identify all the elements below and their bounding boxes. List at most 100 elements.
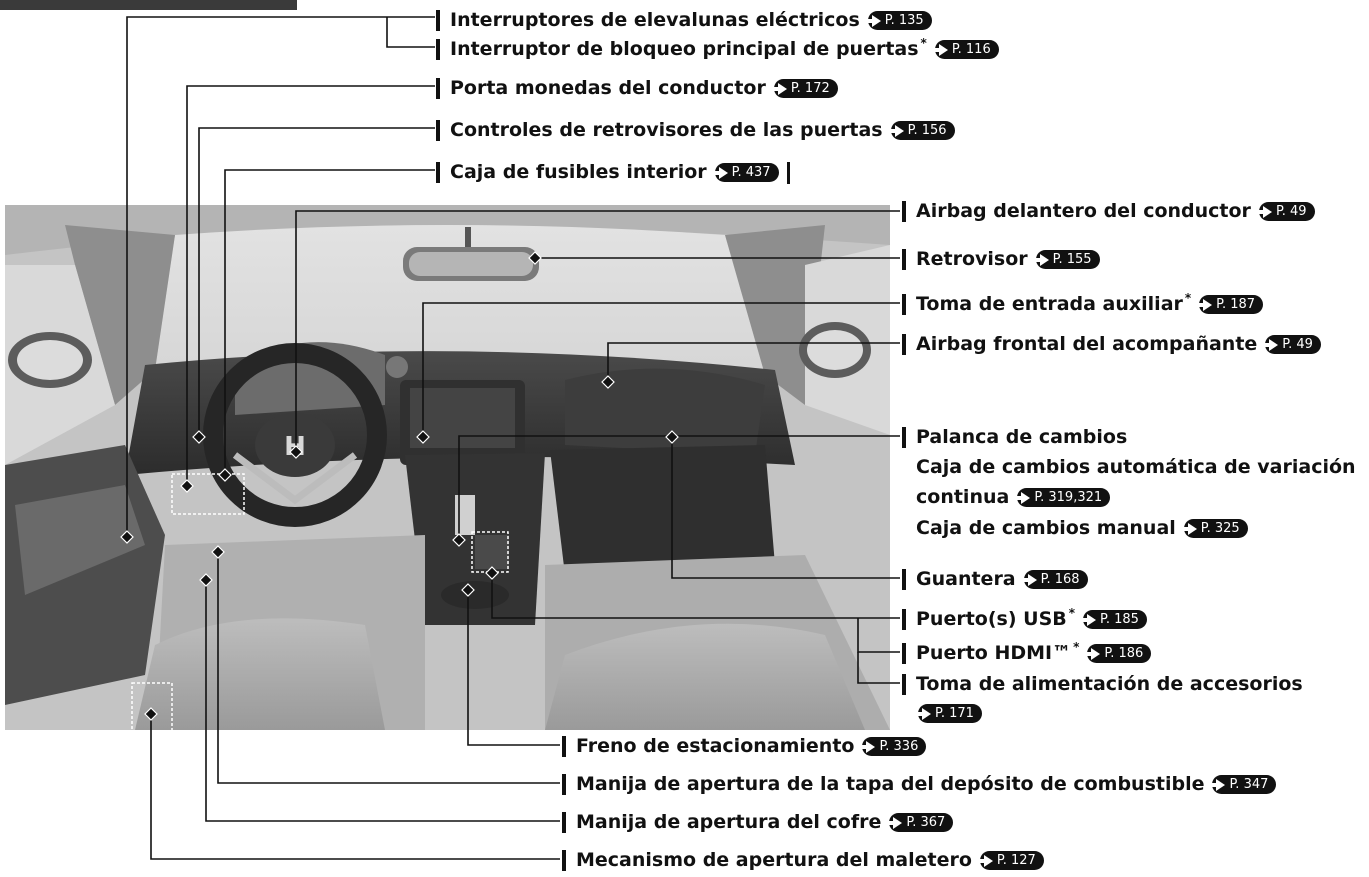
page-ref: P. 49 — [1275, 204, 1307, 219]
label-text: Palanca de cambios — [916, 426, 1128, 448]
leader-shift-lever — [458, 435, 900, 540]
page-ref-link[interactable]: P. 336 — [860, 737, 927, 756]
arrow-icon — [1197, 298, 1213, 311]
page-ref-link[interactable]: P. 168 — [1021, 570, 1088, 589]
point-parking-brake — [461, 583, 475, 597]
label-trunk: Mecanismo de apertura del maletero P. 12… — [562, 849, 1044, 872]
page-ref: P. 127 — [996, 853, 1036, 868]
leader-aux — [422, 302, 900, 437]
arrow-icon — [865, 14, 881, 27]
label-passenger-airbag: Airbag frontal del acompañante P. 49 — [902, 333, 1321, 356]
arrow-icon — [1015, 491, 1031, 504]
leader-hood — [205, 580, 560, 822]
page-ref: P. 155 — [1052, 252, 1092, 267]
label-power-windows: Interruptores de elevalunas eléctricos P… — [436, 9, 932, 32]
leader-glovebox — [671, 437, 900, 579]
leader-fuse-box — [224, 169, 435, 475]
label-text: Porta monedas del conductor — [450, 77, 766, 99]
page-ref-link[interactable]: P. 171 — [916, 704, 982, 723]
page-ref-link[interactable]: P. 49 — [1256, 202, 1315, 221]
page-ref: P. 49 — [1282, 337, 1313, 352]
label-text: Airbag frontal del acompañante — [916, 333, 1258, 355]
arrow-icon — [1256, 205, 1272, 218]
page-ref: P. 116 — [951, 42, 991, 57]
usb-highlight — [471, 531, 509, 573]
leader-passenger-airbag — [607, 342, 900, 382]
page-ref: P. 347 — [1229, 777, 1269, 792]
page-ref-link[interactable]: P. 347 — [1210, 775, 1277, 794]
page-ref-link[interactable]: P. 127 — [977, 851, 1044, 870]
page-ref-link[interactable]: P. 437 — [712, 163, 779, 182]
label-cvt-line1: Caja de cambios automática de variación — [902, 456, 1356, 479]
label-text: Caja de fusibles interior — [450, 161, 707, 183]
page-ref: P. 135 — [884, 13, 924, 28]
page-ref: P. 185 — [1100, 612, 1139, 627]
label-text: Caja de cambios manual — [916, 517, 1176, 539]
leader-parking-brake — [467, 590, 560, 746]
change-bar — [786, 161, 790, 184]
arrow-icon — [916, 707, 931, 720]
label-text: Interruptor de bloqueo principal de puer… — [450, 38, 919, 60]
leader-coin-holder — [186, 85, 435, 486]
label-hdmi: Puerto HDMI™* P. 186 — [902, 640, 1152, 665]
label-manual: Caja de cambios manual P. 325 — [902, 517, 1248, 540]
arrow-icon — [1181, 522, 1197, 535]
leader-mirror-controls — [198, 127, 435, 437]
point-glovebox — [665, 430, 679, 444]
arrow-icon — [860, 740, 876, 753]
arrow-icon — [888, 124, 904, 137]
point-passenger-airbag — [601, 375, 615, 389]
label-text: Manija de apertura de la tapa del depósi… — [576, 773, 1205, 795]
page-ref-link[interactable]: P. 156 — [888, 121, 955, 140]
section-tab — [0, 0, 297, 10]
label-text: Retrovisor — [916, 248, 1028, 270]
label-fuse-box: Caja de fusibles interior P. 437 — [436, 161, 790, 184]
point-fuel-lid — [211, 545, 225, 559]
arrow-icon — [712, 166, 728, 179]
interior-drawing: H — [5, 205, 890, 730]
label-mirror-controls: Controles de retrovisores de las puertas… — [436, 119, 955, 142]
page-ref-link[interactable]: P. 185 — [1081, 610, 1147, 629]
arrow-icon — [1263, 338, 1279, 351]
page-ref: P. 186 — [1104, 646, 1144, 661]
asterisk: * — [920, 36, 927, 50]
label-text: Controles de retrovisores de las puertas — [450, 119, 883, 141]
page-ref-link[interactable]: P. 367 — [887, 813, 954, 832]
asterisk: * — [1184, 291, 1192, 305]
page-ref: P. 336 — [879, 739, 919, 754]
label-coin-holder: Porta monedas del conductor P. 172 — [436, 77, 838, 100]
label-driver-airbag: Airbag delantero del conductor P. 49 — [902, 200, 1315, 223]
leader-master-lock — [386, 17, 435, 48]
page-ref: P. 171 — [935, 706, 974, 721]
label-text: Toma de entrada auxiliar — [916, 293, 1183, 315]
page-ref: P. 187 — [1216, 297, 1256, 312]
label-text: Puerto(s) USB — [916, 608, 1067, 630]
page-ref-link[interactable]: P. 186 — [1085, 644, 1152, 663]
page-ref-link[interactable]: P. 49 — [1263, 335, 1321, 354]
arrow-icon — [1021, 573, 1037, 586]
label-accessory: Toma de alimentación de accesorios — [902, 673, 1303, 696]
trunk-opener-highlight — [131, 682, 173, 732]
page-ref-link[interactable]: P. 319,321 — [1015, 488, 1111, 507]
label-text: Interruptores de elevalunas eléctricos — [450, 9, 860, 31]
label-aux-jack: Toma de entrada auxiliar* P. 187 — [902, 291, 1264, 316]
point-power-windows — [120, 530, 134, 544]
page-ref: P. 168 — [1040, 572, 1080, 587]
page-ref-link[interactable]: P. 155 — [1033, 250, 1100, 269]
page-ref-link[interactable]: P. 325 — [1181, 519, 1248, 538]
label-shift-lever: Palanca de cambios — [902, 426, 1127, 449]
page-ref-link[interactable]: P. 116 — [932, 40, 999, 59]
leader-driver-airbag — [295, 210, 900, 452]
car-interior-illustration: H — [5, 205, 890, 730]
point-shift-lever — [452, 533, 466, 547]
point-mirror-controls — [192, 430, 206, 444]
page-ref-link[interactable]: P. 172 — [771, 79, 838, 98]
asterisk: * — [1073, 640, 1080, 654]
leader-power-windows — [126, 16, 387, 537]
label-hood: Manija de apertura del cofre P. 367 — [562, 811, 954, 834]
page-ref-link[interactable]: P. 135 — [865, 11, 932, 30]
point-rearview — [528, 251, 542, 265]
page-ref-link[interactable]: P. 187 — [1197, 295, 1264, 314]
label-accessory-ref: P. 171 — [902, 704, 982, 723]
